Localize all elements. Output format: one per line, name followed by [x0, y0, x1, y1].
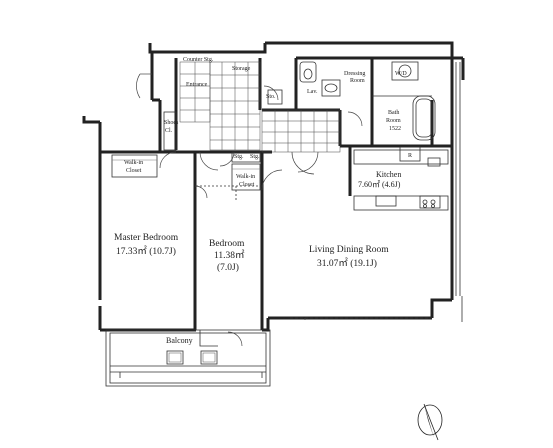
- walkin-master-label-2: Closet: [126, 168, 142, 174]
- kitchen-fixtures: [353, 146, 449, 211]
- bedroom-area-label: 11.38㎡: [214, 250, 245, 261]
- ac-unit-icon: [168, 352, 216, 363]
- walkin-master-label-1: Walk-in: [124, 160, 143, 166]
- exterior-walls: [82, 41, 465, 332]
- dashed-lines: [196, 185, 432, 319]
- entrance-label: Entrance: [186, 82, 208, 88]
- dressing-label-2: Room: [350, 78, 365, 84]
- storage-label: Storage: [232, 66, 251, 72]
- walkin-bed-label-2: Closet: [239, 182, 255, 188]
- closet-shelves: [111, 111, 261, 191]
- balcony-label: Balcony: [166, 336, 193, 345]
- master-bedroom-name-label: Master Bedroom: [114, 233, 179, 243]
- right-column: [455, 62, 463, 322]
- ldr-name-label: Living Dining Room: [309, 245, 389, 255]
- ldr-area-label: 31.07㎡ (19.1J): [317, 258, 377, 269]
- shoes-cl-label-2: Cl.: [165, 128, 173, 134]
- doors: [136, 73, 363, 320]
- stg-right-label: Stg.: [250, 154, 260, 160]
- bath-code-label: 1522: [389, 126, 401, 132]
- shoes-cl-label-1: Shoes: [164, 120, 179, 126]
- bedroom-name-label: Bedroom: [209, 239, 245, 249]
- wd-label: W/D: [395, 71, 407, 77]
- counter-stg-label: Counter Stg.: [183, 57, 214, 63]
- master-bedroom-area-label: 17.33㎡ (10.7J): [116, 246, 176, 257]
- kitchen-area-label: 7.60㎡ (4.6J): [358, 180, 401, 189]
- north-arrow-icon: [417, 403, 443, 441]
- sto-label: Sto.: [266, 94, 276, 100]
- stg-left-label: Stg.: [234, 154, 244, 160]
- dressing-label-1: Dressing: [344, 71, 365, 77]
- balcony-area: [105, 329, 271, 387]
- kitchen-r-label: R: [408, 153, 412, 159]
- walkin-bed-label-1: Walk-in: [236, 174, 255, 180]
- bedroom-tatami-label: (7.0J): [217, 262, 239, 273]
- bath-label-1: Bath: [388, 110, 399, 116]
- bath-label-2: Room: [386, 118, 401, 124]
- kitchen-name-label: Kitchen: [376, 170, 401, 179]
- hall-tiles: [179, 61, 341, 153]
- lav-label: Lav.: [307, 89, 318, 95]
- bath-fixtures: [267, 61, 436, 141]
